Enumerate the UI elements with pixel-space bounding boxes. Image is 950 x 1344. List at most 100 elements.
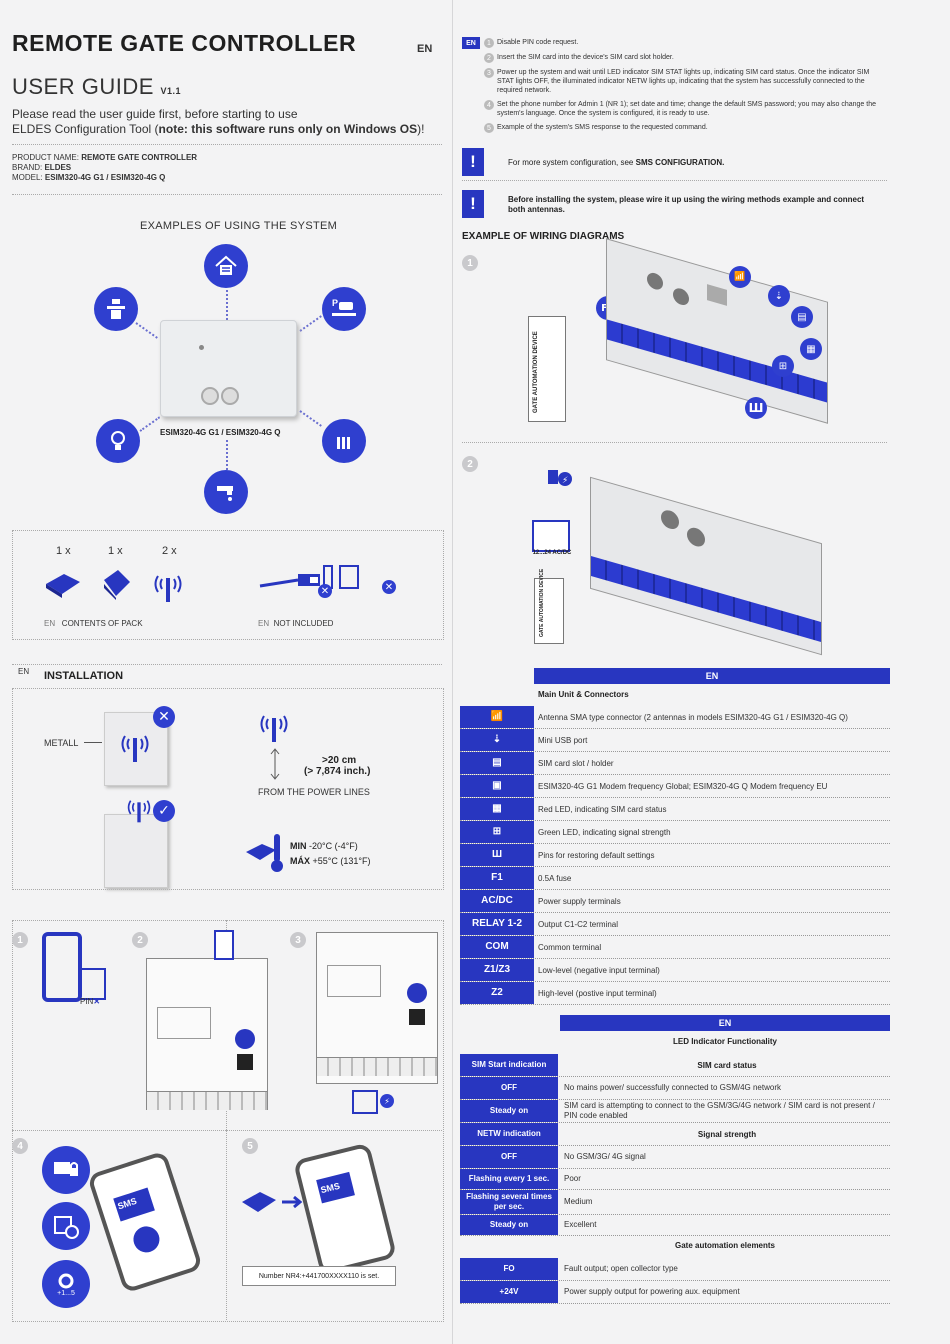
antenna-icon bbox=[117, 728, 153, 768]
model-label: MODEL: bbox=[12, 173, 43, 182]
row-key: OFF bbox=[460, 1146, 558, 1168]
antenna-icon: 📶 bbox=[460, 706, 534, 728]
row-value: Green LED, indicating signal strength bbox=[538, 827, 671, 837]
warning-icon: ! bbox=[462, 190, 484, 218]
step-number-3: 3 bbox=[290, 932, 306, 948]
not-included-text: NOT INCLUDED bbox=[273, 619, 334, 628]
version: V1.1 bbox=[160, 86, 182, 96]
usb-cable-icon bbox=[258, 568, 328, 600]
diagram-number-2: 2 bbox=[462, 456, 478, 472]
network-icon: ⊞ bbox=[772, 355, 794, 377]
product-name-label: PRODUCT NAME: bbox=[12, 153, 79, 162]
temp-min-value: -20°C (-4°F) bbox=[309, 841, 358, 851]
wall bbox=[104, 814, 168, 888]
row-key: Z1/Z3 bbox=[460, 959, 534, 981]
sim-icon: ▤ bbox=[791, 306, 813, 328]
home-icon bbox=[204, 244, 248, 288]
row-key: OFF bbox=[460, 1077, 558, 1099]
temp-min: MIN -20°C (-4°F) bbox=[290, 841, 358, 851]
product-meta: PRODUCT NAME: REMOTE GATE CONTROLLER BRA… bbox=[12, 153, 197, 183]
intro-line-2c: )! bbox=[417, 122, 425, 136]
step-bullet: 4 bbox=[484, 100, 494, 110]
row-value: Power supply output for powering aux. eq… bbox=[564, 1287, 740, 1296]
led-title: LED Indicator Functionality bbox=[672, 1037, 777, 1046]
row-key: Z2 bbox=[460, 982, 534, 1004]
row-value: Output C1-C2 terminal bbox=[538, 919, 619, 929]
table-row: FO Fault output; open collector type bbox=[460, 1258, 890, 1281]
brand-label: BRAND: bbox=[12, 163, 43, 172]
temp-max-value: +55°C (131°F) bbox=[312, 856, 371, 866]
manual-icon bbox=[100, 566, 132, 606]
row-key: FO bbox=[460, 1258, 558, 1280]
step-bullet: 3 bbox=[484, 68, 494, 78]
step-bullet: 1 bbox=[484, 38, 494, 48]
thermometer-icon bbox=[270, 832, 284, 878]
qty-3: 2 x bbox=[162, 545, 177, 557]
cross-icon: ✕ bbox=[93, 997, 101, 1006]
device-pack-icon bbox=[44, 568, 82, 604]
contents-of-pack-label: EN CONTENTS OF PACK bbox=[44, 619, 143, 628]
product-name: REMOTE GATE CONTROLLER bbox=[81, 153, 198, 162]
connector-line bbox=[135, 322, 158, 339]
page-fold bbox=[452, 0, 453, 1344]
intro-line-2a: ELDES Configuration Tool ( bbox=[12, 122, 159, 136]
row-key: NETW indication bbox=[460, 1123, 558, 1145]
connector-line bbox=[299, 410, 322, 427]
transformer-icon bbox=[532, 520, 570, 552]
row-value: Pins for restoring default settings bbox=[538, 850, 655, 860]
svg-text:⚡: ⚡ bbox=[562, 476, 568, 486]
brand-line: BRAND: ELDES bbox=[12, 163, 197, 173]
row-value: Fault output; open collector type bbox=[564, 1264, 678, 1273]
row-key: COM bbox=[460, 936, 534, 958]
power-plug-icon: ⚡ bbox=[544, 462, 574, 496]
step-number-4: 4 bbox=[12, 1138, 28, 1154]
step-bullet: 5 bbox=[484, 123, 494, 133]
separator bbox=[12, 1130, 442, 1131]
separator bbox=[226, 1130, 227, 1320]
sms-response: Number NR4:+441700XXXX110 is set. bbox=[242, 1266, 396, 1286]
row-key: Flashing several times per sec. bbox=[460, 1190, 558, 1214]
table-row: ⇣Mini USB port bbox=[460, 729, 890, 752]
row-value: ESIM320-4G G1 Modem frequency Global; ES… bbox=[538, 781, 828, 791]
antenna-icon bbox=[150, 568, 186, 608]
check-icon: ✓ bbox=[153, 800, 175, 822]
row-value: Antenna SMA type connector (2 antennas i… bbox=[538, 712, 848, 722]
distance-value: >20 cm bbox=[322, 755, 357, 766]
heater-icon bbox=[322, 419, 366, 463]
lang-badge: EN bbox=[462, 37, 480, 49]
table-row: ▣ESIM320-4G G1 Modem frequency Global; E… bbox=[460, 775, 890, 798]
gate-device-label: GATE AUTOMATION DEVICE bbox=[539, 568, 545, 637]
separator bbox=[462, 442, 887, 443]
note1-text: For more system configuration, see bbox=[508, 158, 636, 167]
separator bbox=[12, 664, 442, 665]
contents-lang: EN bbox=[44, 619, 56, 628]
wiring-heading: EXAMPLE OF WIRING DIAGRAMS bbox=[462, 231, 625, 242]
table-row: Flashing every 1 sec.Poor bbox=[460, 1169, 890, 1190]
step-number-1: 1 bbox=[12, 932, 28, 948]
note-wiring: Before installing the system, please wir… bbox=[508, 195, 865, 214]
intro-text: Please read the user guide first, before… bbox=[12, 107, 442, 137]
row-key: AC/DC bbox=[460, 890, 534, 912]
step-text: Example of the system's SMS response to … bbox=[497, 124, 708, 131]
gate-icon bbox=[94, 287, 138, 331]
gate-device-box: GATE AUTOMATION DEVICE bbox=[534, 569, 564, 644]
step-number-2: 2 bbox=[132, 932, 148, 948]
row-key: Steady on bbox=[460, 1215, 558, 1235]
distance-arrow bbox=[270, 748, 280, 780]
gate-controller-device bbox=[160, 320, 297, 417]
model-line: MODEL: ESIM320-4G G1 / ESIM320-4G Q bbox=[12, 173, 197, 183]
pcb-board bbox=[590, 476, 822, 656]
not-included-label: EN NOT INCLUDED bbox=[258, 619, 333, 628]
temp-max: MÁX +55°C (131°F) bbox=[290, 856, 371, 866]
usb-icon: ⇣ bbox=[460, 729, 534, 751]
